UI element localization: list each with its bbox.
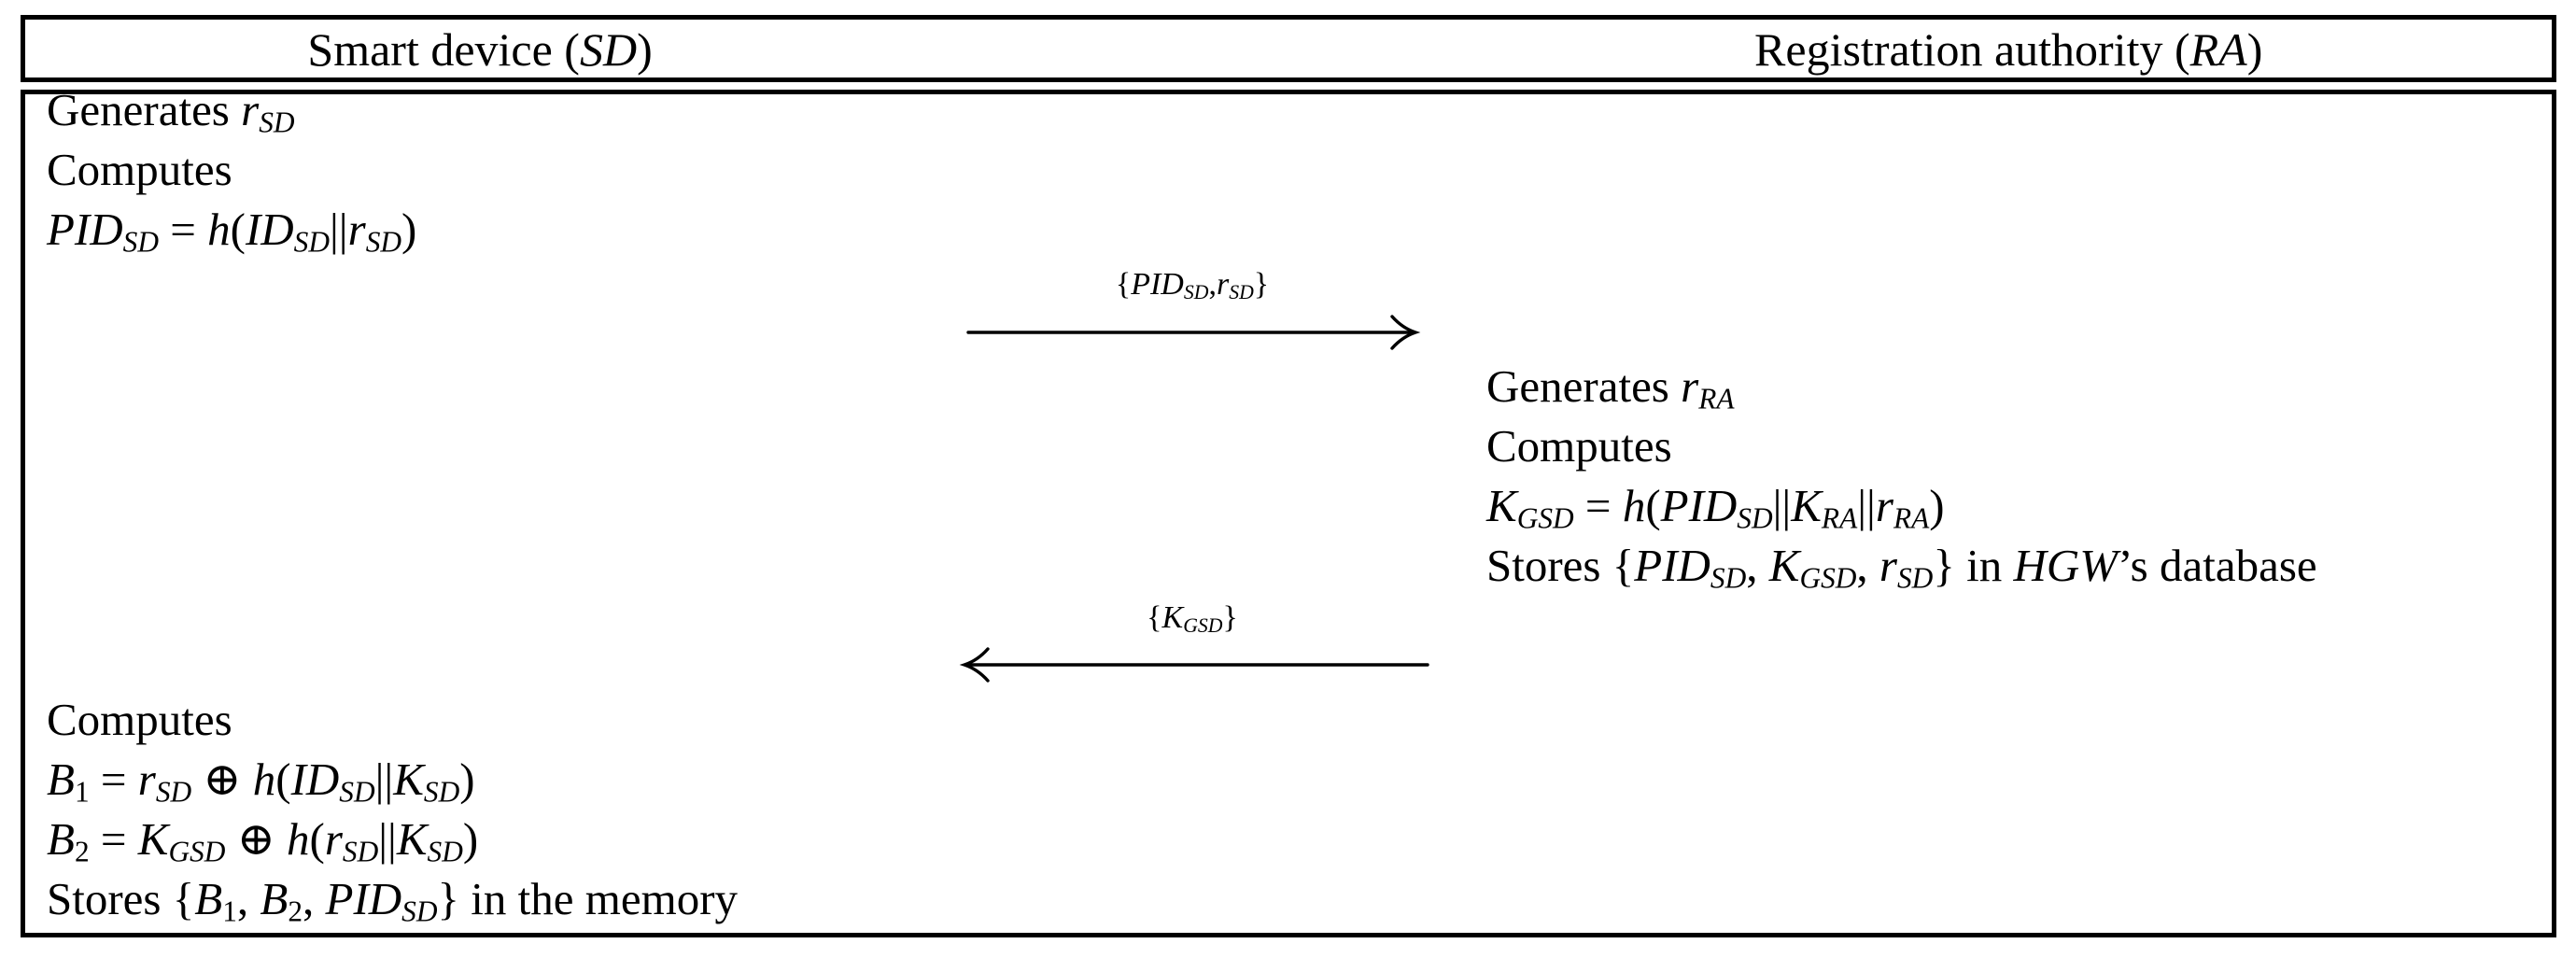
ra-steps: Generates rRA Computes KGSD = h(PIDSD||K…: [1486, 357, 2317, 596]
sd-step-computes2-label: Computes: [47, 694, 232, 745]
sd-step-pid-equation: PIDSD = h(IDSD||rSD): [47, 204, 417, 259]
sd-step-b2-equation: B2 = KGSD ⊕ h(rSD||KSD): [47, 813, 479, 868]
ra-step-generate-rra: Generates rRA: [1486, 360, 1735, 416]
column-header-smart-device: Smart device (SD): [307, 23, 653, 76]
header-row: Smart device (SD) Registration authority…: [21, 15, 2556, 82]
ra-step-stores-database: Stores {PIDSD, KGSD, rSD} in HGW’s datab…: [1486, 540, 2317, 595]
ra-step-kgsd-equation: KGSD = h(PIDSD||KRA||rRA): [1486, 480, 1945, 535]
message2-label: {KGSD}: [1147, 600, 1238, 638]
sd-step-generate-rsd: Generates rSD: [47, 84, 295, 139]
sd-initial-steps: Generates rSD Computes PIDSD = h(IDSD||r…: [47, 80, 416, 260]
sd-step-computes-label: Computes: [47, 144, 232, 195]
message1-label: {PIDSD,rSD}: [1115, 267, 1270, 304]
sd-step-stores-memory: Stores {B1, B2, PIDSD} in the memory: [47, 873, 739, 928]
sd-step-b1-equation: B1 = rSD ⊕ h(IDSD||KSD): [47, 754, 475, 809]
column-header-registration-authority: Registration authority (RA): [1754, 23, 2263, 76]
body-panel: [21, 90, 2556, 937]
ra-step-computes-label: Computes: [1486, 420, 1672, 472]
sd-final-steps: Computes B1 = rSD ⊕ h(IDSD||KSD) B2 = KG…: [47, 690, 738, 929]
